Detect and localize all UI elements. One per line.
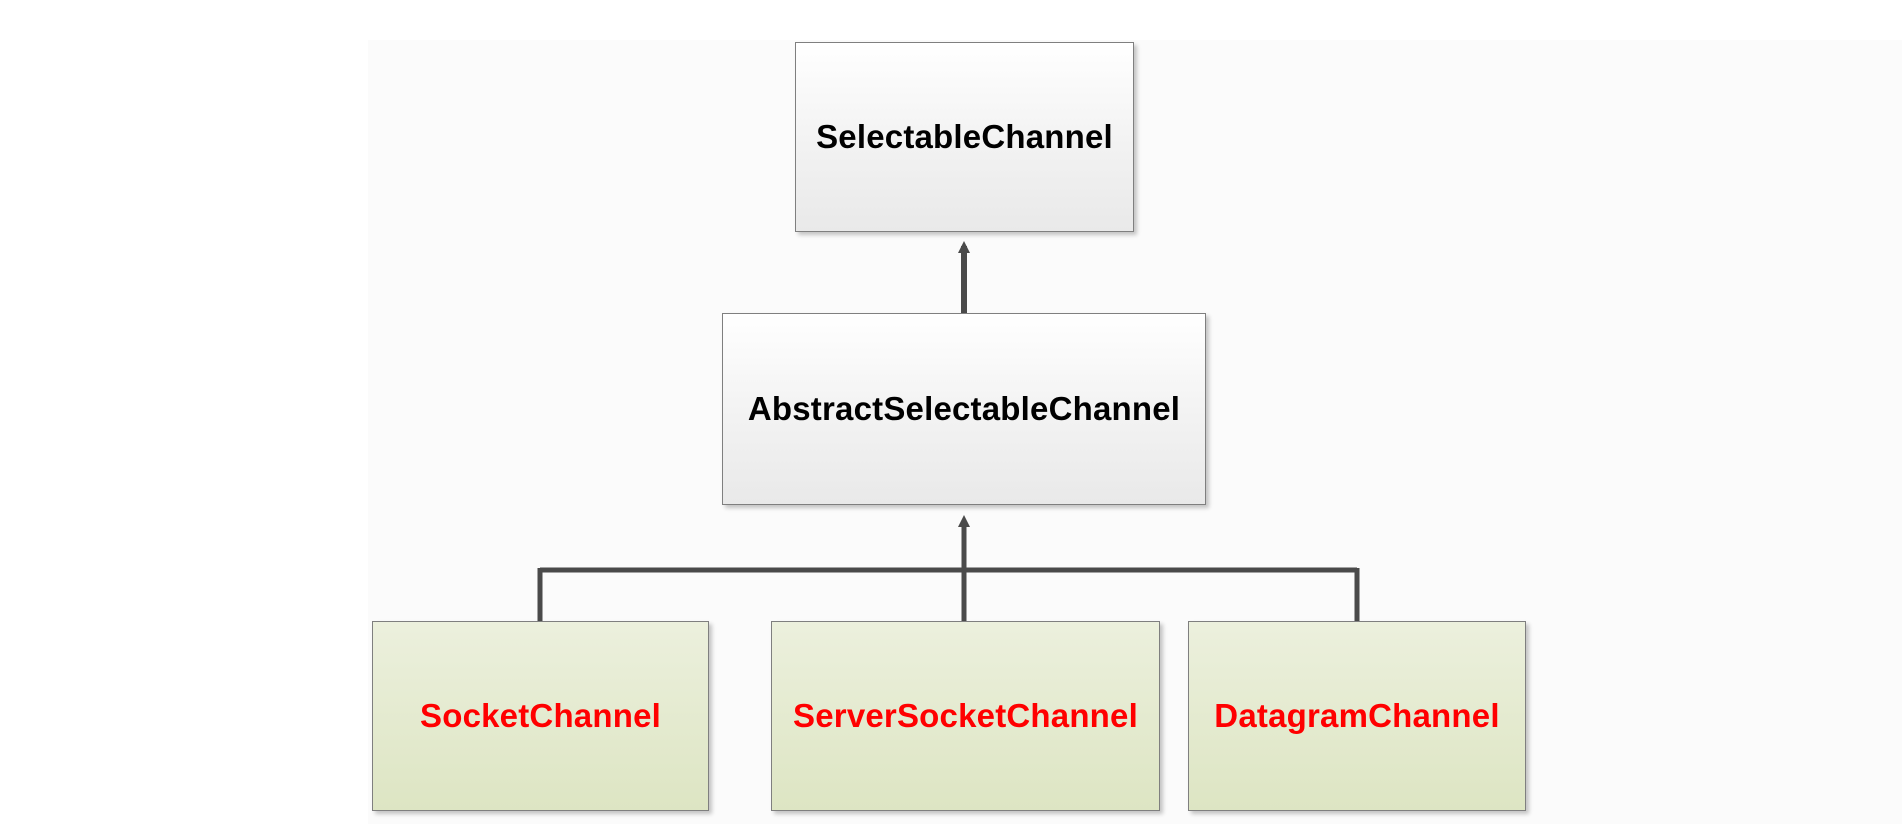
selectable-channel-box: SelectableChannel	[795, 42, 1134, 232]
server-socket-channel-box: ServerSocketChannel	[771, 621, 1160, 811]
abstract-selectable-channel-box: AbstractSelectableChannel	[722, 313, 1206, 505]
server-socket-channel-label: ServerSocketChannel	[793, 697, 1138, 734]
selectable-channel-label: SelectableChannel	[816, 118, 1113, 155]
socket-channel-box: SocketChannel	[372, 621, 709, 811]
abstract-selectable-channel-label: AbstractSelectableChannel	[747, 390, 1181, 427]
datagram-channel-label: DatagramChannel	[1214, 697, 1500, 734]
socket-channel-label: SocketChannel	[420, 697, 661, 734]
datagram-channel-box: DatagramChannel	[1188, 621, 1526, 811]
